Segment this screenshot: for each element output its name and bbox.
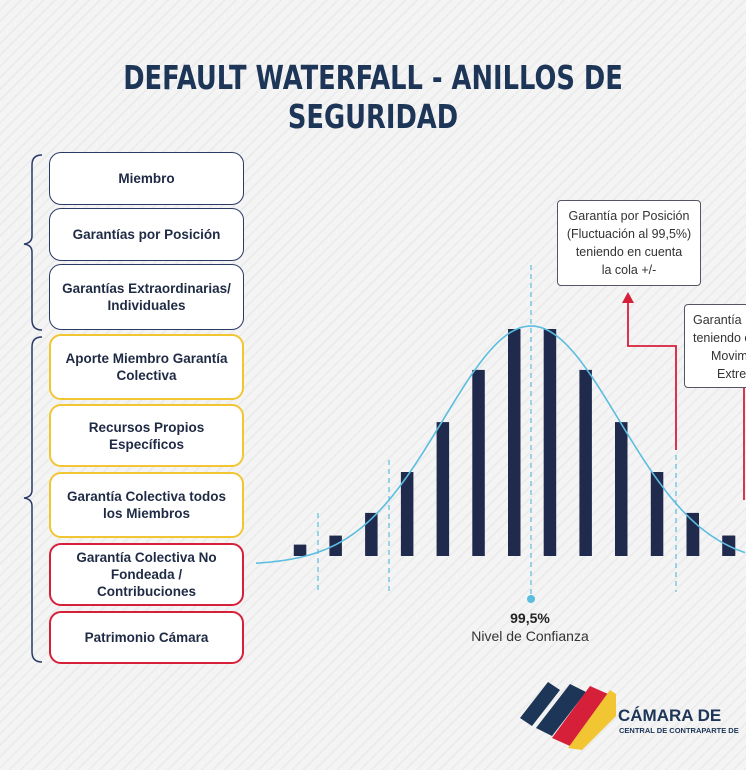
confidence-value: 99,5% <box>510 610 550 626</box>
callout-line: (Fluctuación al 99,5%) <box>566 227 692 241</box>
logo-name: CÁMARA DE <box>618 706 722 725</box>
callout-position-guarantee: Garantía por Posición (Fluctuación al 99… <box>557 200 701 286</box>
confidence-label: Nivel de Confianza <box>471 628 589 644</box>
normal-curve <box>255 325 746 564</box>
callout-line: Extre <box>717 367 746 381</box>
histogram-bar <box>508 329 521 556</box>
ring-garantias-extraordinarias: Garantías Extraordinarias/ Individuales <box>49 264 244 330</box>
histogram-bar <box>436 422 450 556</box>
histogram-bar <box>365 512 378 556</box>
callout-line: Garantía <box>693 313 742 327</box>
brace-top <box>23 154 43 331</box>
histogram-bar <box>543 329 557 556</box>
callout-line: Movim <box>711 349 746 363</box>
logo-subtitle: CENTRAL DE CONTRAPARTE DE <box>619 726 739 735</box>
histogram-bar <box>293 544 307 556</box>
histogram-bar <box>329 535 342 556</box>
ring-garantia-no-fondeada: Garantía Colectiva No Fondeada / Contrib… <box>49 543 244 606</box>
histogram-bar-tail <box>686 526 700 556</box>
arrow-position-head <box>622 292 634 303</box>
histogram-bar <box>472 369 485 556</box>
bars-group <box>293 329 736 556</box>
callout-extra-guarantee: Garantía teniendo e Movim Extre <box>684 304 746 388</box>
page-title: DEFAULT WATERFALL - ANILLOS DE SEGURIDAD <box>123 58 623 136</box>
ring-garantias-posicion: Garantías por Posición <box>49 208 244 261</box>
ring-aporte-miembro: Aporte Miembro Garantía Colectiva <box>49 334 244 400</box>
ring-patrimonio-camara: Patrimonio Cámara <box>49 611 244 664</box>
histogram-bar <box>650 472 664 556</box>
histogram-bar <box>615 422 628 556</box>
arrow-position-line <box>627 302 677 450</box>
callout-line: teniendo en cuenta <box>575 245 683 259</box>
logo-mark <box>520 682 616 750</box>
callout-line: Garantía por Posición <box>568 209 690 223</box>
histogram-bar <box>400 472 414 556</box>
callout-line: teniendo e <box>693 331 746 345</box>
histogram-bar <box>579 369 592 556</box>
ring-garantia-colectiva: Garantía Colectiva todos los Miembros <box>49 472 244 538</box>
callout-line: la cola +/- <box>601 263 657 277</box>
ring-miembro: Miembro <box>49 152 244 205</box>
brace-bottom <box>23 336 43 663</box>
ring-recursos-propios: Recursos Propios Específicos <box>49 404 244 467</box>
confidence-dot <box>527 595 535 603</box>
